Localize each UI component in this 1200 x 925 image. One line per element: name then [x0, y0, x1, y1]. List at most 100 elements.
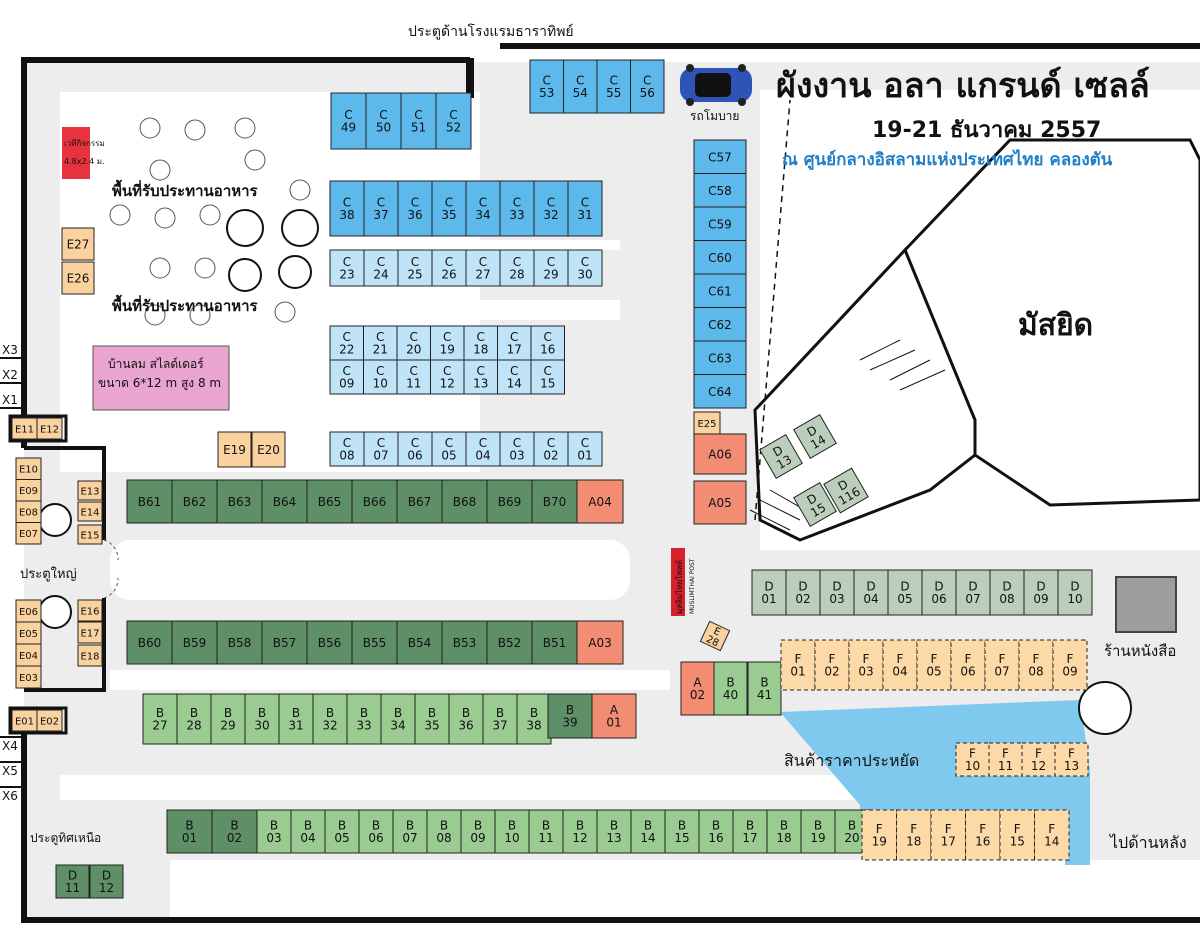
booth-b53[interactable]: B53	[441, 620, 488, 665]
booth-c50[interactable]: C50	[365, 92, 402, 150]
booth-d03[interactable]: D03	[819, 569, 855, 616]
booth-f11[interactable]: F11	[988, 742, 1023, 777]
booth-d14[interactable]: D14	[793, 414, 837, 459]
booth-a06[interactable]: A06	[693, 433, 747, 475]
booth-c08[interactable]: C08	[329, 431, 365, 467]
booth-b31[interactable]: B31	[278, 693, 314, 745]
booth-c17[interactable]: C17	[497, 325, 532, 361]
booth-b37[interactable]: B37	[482, 693, 518, 745]
booth-b27[interactable]: B27	[142, 693, 178, 745]
booth-b36[interactable]: B36	[448, 693, 484, 745]
booth-c23[interactable]: C23	[329, 249, 365, 287]
booth-b09[interactable]: B09	[460, 809, 496, 854]
booth-b66[interactable]: B66	[351, 479, 398, 524]
booth-e28[interactable]: E28	[699, 620, 731, 652]
booth-b57[interactable]: B57	[261, 620, 308, 665]
booth-b39[interactable]: B39	[547, 693, 593, 739]
booth-b34[interactable]: B34	[380, 693, 416, 745]
booth-d01[interactable]: D01	[751, 569, 787, 616]
booth-f14[interactable]: F14	[1034, 809, 1070, 861]
booth-c63[interactable]: C63	[693, 340, 747, 375]
booth-b61[interactable]: B61	[126, 479, 173, 524]
booth-b15[interactable]: B15	[664, 809, 700, 854]
booth-a05[interactable]: A05	[693, 480, 747, 525]
booth-b04[interactable]: B04	[290, 809, 326, 854]
booth-c33[interactable]: C33	[499, 180, 535, 237]
booth-c14[interactable]: C14	[497, 359, 532, 395]
booth-b01[interactable]: B01	[166, 809, 213, 854]
booth-c29[interactable]: C29	[533, 249, 569, 287]
booth-f19[interactable]: F19	[861, 809, 897, 861]
booth-e07[interactable]: E07	[15, 522, 42, 545]
booth-b29[interactable]: B29	[210, 693, 246, 745]
booth-c30[interactable]: C30	[567, 249, 603, 287]
booth-f16[interactable]: F16	[965, 809, 1001, 861]
booth-b54[interactable]: B54	[396, 620, 443, 665]
booth-c58[interactable]: C58	[693, 173, 747, 208]
booth-c36[interactable]: C36	[397, 180, 433, 237]
booth-f12[interactable]: F12	[1021, 742, 1056, 777]
booth-b03[interactable]: B03	[256, 809, 292, 854]
booth-e12[interactable]: E12	[36, 417, 63, 440]
booth-b40[interactable]: B40	[713, 661, 748, 716]
booth-b32[interactable]: B32	[312, 693, 348, 745]
booth-c18[interactable]: C18	[463, 325, 498, 361]
booth-b35[interactable]: B35	[414, 693, 450, 745]
booth-c09[interactable]: C09	[329, 359, 364, 395]
booth-f15[interactable]: F15	[999, 809, 1035, 861]
booth-c34[interactable]: C34	[465, 180, 501, 237]
booth-c32[interactable]: C32	[533, 180, 569, 237]
booth-c10[interactable]: C10	[363, 359, 398, 395]
booth-b58[interactable]: B58	[216, 620, 263, 665]
booth-b38[interactable]: B38	[516, 693, 552, 745]
booth-c19[interactable]: C19	[430, 325, 465, 361]
booth-c05[interactable]: C05	[431, 431, 467, 467]
booth-b18[interactable]: B18	[766, 809, 802, 854]
booth-b65[interactable]: B65	[306, 479, 353, 524]
booth-c06[interactable]: C06	[397, 431, 433, 467]
booth-d12[interactable]: D12	[89, 864, 124, 899]
booth-c61[interactable]: C61	[693, 273, 747, 308]
booth-d11[interactable]: D11	[55, 864, 90, 899]
booth-b11[interactable]: B11	[528, 809, 564, 854]
booth-f05[interactable]: F05	[916, 639, 952, 691]
booth-b12[interactable]: B12	[562, 809, 598, 854]
booth-e13[interactable]: E13	[77, 480, 103, 501]
booth-c54[interactable]: C54	[563, 59, 598, 114]
booth-e19[interactable]: E19	[217, 431, 252, 468]
booth-e05[interactable]: E05	[15, 621, 42, 645]
booth-f13[interactable]: F13	[1054, 742, 1089, 777]
booth-e10[interactable]: E10	[15, 457, 42, 480]
booth-c55[interactable]: C55	[596, 59, 631, 114]
booth-d04[interactable]: D04	[853, 569, 889, 616]
booth-d06[interactable]: D06	[921, 569, 957, 616]
booth-b63[interactable]: B63	[216, 479, 263, 524]
booth-c51[interactable]: C51	[400, 92, 437, 150]
booth-d08[interactable]: D08	[989, 569, 1025, 616]
booth-c31[interactable]: C31	[567, 180, 603, 237]
booth-e14[interactable]: E14	[77, 501, 103, 522]
booth-e06[interactable]: E06	[15, 599, 42, 623]
booth-d05[interactable]: D05	[887, 569, 923, 616]
booth-f08[interactable]: F08	[1018, 639, 1054, 691]
booth-f17[interactable]: F17	[930, 809, 966, 861]
booth-e02[interactable]: E02	[36, 709, 63, 732]
booth-b07[interactable]: B07	[392, 809, 428, 854]
booth-b64[interactable]: B64	[261, 479, 308, 524]
booth-a02[interactable]: A02	[680, 661, 715, 716]
booth-e18[interactable]: E18	[77, 644, 103, 667]
booth-b28[interactable]: B28	[176, 693, 212, 745]
booth-b67[interactable]: B67	[396, 479, 443, 524]
booth-b56[interactable]: B56	[306, 620, 353, 665]
booth-c52[interactable]: C52	[435, 92, 472, 150]
booth-f06[interactable]: F06	[950, 639, 986, 691]
booth-e11[interactable]: E11	[11, 417, 38, 440]
booth-d07[interactable]: D07	[955, 569, 991, 616]
booth-b51[interactable]: B51	[531, 620, 578, 665]
booth-f10[interactable]: F10	[955, 742, 990, 777]
booth-c60[interactable]: C60	[693, 240, 747, 275]
booth-c35[interactable]: C35	[431, 180, 467, 237]
booth-b06[interactable]: B06	[358, 809, 394, 854]
booth-c59[interactable]: C59	[693, 206, 747, 241]
booth-c37[interactable]: C37	[363, 180, 399, 237]
